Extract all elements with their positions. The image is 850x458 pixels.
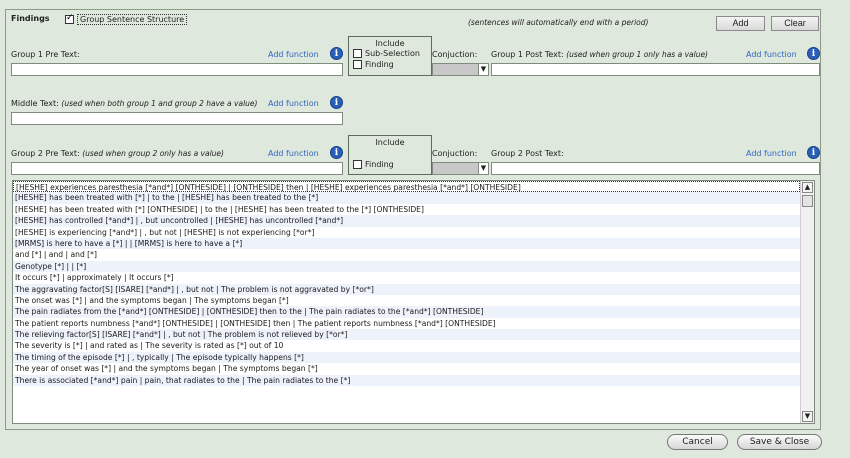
list-item[interactable]: [HESHE] experiences paresthesia [*and*] … [13, 181, 800, 193]
finding-label: Finding [365, 160, 394, 169]
group2-include-box: Include Finding [348, 135, 432, 175]
group2-pre-info-icon[interactable]: i [330, 146, 343, 159]
group1-include-title: Include [375, 39, 405, 48]
group2-post-text-input[interactable] [491, 162, 820, 175]
group1-post-add-function-link[interactable]: Add function [746, 50, 797, 59]
group1-conjunction-select[interactable]: ▼ [432, 63, 489, 76]
clear-button[interactable]: Clear [771, 16, 819, 31]
list-item[interactable]: The severity is [*] | and rated as | The… [15, 341, 284, 351]
chevron-down-icon[interactable]: ▼ [478, 64, 488, 75]
list-item[interactable]: [HESHE] has controlled [*and*] | , but u… [13, 215, 800, 227]
list-item[interactable]: The onset was [*] | and the symptoms beg… [15, 295, 289, 305]
middle-label: Middle Text: (used when both group 1 and… [11, 99, 258, 108]
list-item[interactable]: The aggravating factor[S] [ISARE] [*and*… [13, 283, 800, 295]
middle-info-icon[interactable]: i [330, 96, 343, 109]
group1-post-info-icon[interactable]: i [807, 47, 820, 60]
group1-include-box: Include Sub-Selection Finding [348, 36, 432, 76]
group1-conjunction-label: Conjuction: [432, 50, 478, 59]
list-item[interactable]: The pain radiates from the [*and*] [ONTH… [13, 306, 800, 318]
group1-pre-text-input[interactable] [11, 63, 343, 76]
group1-post-text-input[interactable] [491, 63, 820, 76]
group1-finding-checkbox[interactable]: Finding [353, 60, 431, 69]
checkbox-empty-icon[interactable] [353, 160, 362, 169]
group2-conjunction-label: Conjuction: [432, 149, 478, 158]
list-item[interactable]: and [*] | and | and [*] [15, 250, 97, 260]
group1-pre-add-function-link[interactable]: Add function [268, 50, 319, 59]
list-item[interactable]: The year of onset was [*] | and the symp… [15, 364, 318, 374]
group2-conjunction-select[interactable]: ▼ [432, 162, 489, 175]
list-item[interactable]: [HESHE] has been treated with [*] [ONTHE… [15, 204, 424, 214]
list-item[interactable]: Genotype [*] | | [*] [13, 260, 800, 273]
group2-post-add-function-link[interactable]: Add function [746, 149, 797, 158]
group2-include-title: Include [375, 138, 405, 147]
group-sentence-structure-label: Group Sentence Structure [77, 14, 188, 25]
sentence-list[interactable]: [HESHE] experiences paresthesia [*and*] … [12, 180, 815, 424]
group2-post-info-icon[interactable]: i [807, 146, 820, 159]
group2-pre-label: Group 2 Pre Text: (used when group 2 onl… [11, 149, 224, 158]
list-item[interactable]: [HESHE] is experiencing [*and*] | , but … [15, 227, 315, 237]
group2-post-label: Group 2 Post Text: [491, 149, 564, 158]
scroll-thumb[interactable] [802, 195, 813, 207]
checkbox-checked-icon[interactable] [65, 13, 74, 24]
findings-panel: Findings Group Sentence Structure (sente… [5, 9, 821, 430]
save-close-button[interactable]: Save & Close [737, 434, 822, 450]
list-item[interactable]: [MRMS] is here to have a [*] | | [MRMS] … [13, 237, 800, 250]
list-item[interactable]: [HESHE] has been treated with [*] | to t… [13, 192, 800, 204]
chevron-down-icon[interactable]: ▼ [478, 163, 488, 174]
group2-pre-text-input[interactable] [11, 162, 343, 175]
scroll-up-icon[interactable]: ▲ [802, 182, 813, 193]
scroll-down-icon[interactable]: ▼ [802, 411, 813, 422]
middle-add-function-link[interactable]: Add function [268, 99, 319, 108]
list-item[interactable]: The timing of the episode [*] | , typica… [13, 351, 800, 364]
checkbox-empty-icon[interactable] [353, 49, 362, 58]
group1-pre-label: Group 1 Pre Text: [11, 50, 80, 59]
group2-finding-checkbox[interactable]: Finding [353, 160, 431, 169]
sentence-list-rows: [HESHE] experiences paresthesia [*and*] … [13, 181, 800, 423]
list-item[interactable]: It occurs [*] | approximately | It occur… [15, 273, 174, 283]
group1-post-label: Group 1 Post Text: (used when group 1 on… [491, 50, 708, 59]
list-item[interactable]: There is associated [*and*] pain | pain,… [13, 374, 800, 387]
finding-label: Finding [365, 60, 394, 69]
cancel-button[interactable]: Cancel [667, 434, 728, 450]
sub-selection-label: Sub-Selection [365, 49, 420, 58]
group-sentence-structure-checkbox[interactable]: Group Sentence Structure [65, 13, 188, 25]
add-button[interactable]: Add [716, 16, 765, 31]
group1-sub-selection-checkbox[interactable]: Sub-Selection [353, 49, 431, 58]
checkbox-empty-icon[interactable] [353, 60, 362, 69]
list-item[interactable]: The relieving factor[S] [ISARE] [*and*] … [13, 329, 800, 341]
group1-pre-info-icon[interactable]: i [330, 47, 343, 60]
group2-pre-add-function-link[interactable]: Add function [268, 149, 319, 158]
list-scrollbar[interactable]: ▲ ▼ [800, 181, 814, 423]
panel-title: Findings [11, 14, 50, 23]
middle-text-input[interactable] [11, 112, 343, 125]
period-note: (sentences will automatically end with a… [468, 18, 649, 27]
list-item[interactable]: The patient reports numbness [*and*] [ON… [15, 318, 496, 328]
